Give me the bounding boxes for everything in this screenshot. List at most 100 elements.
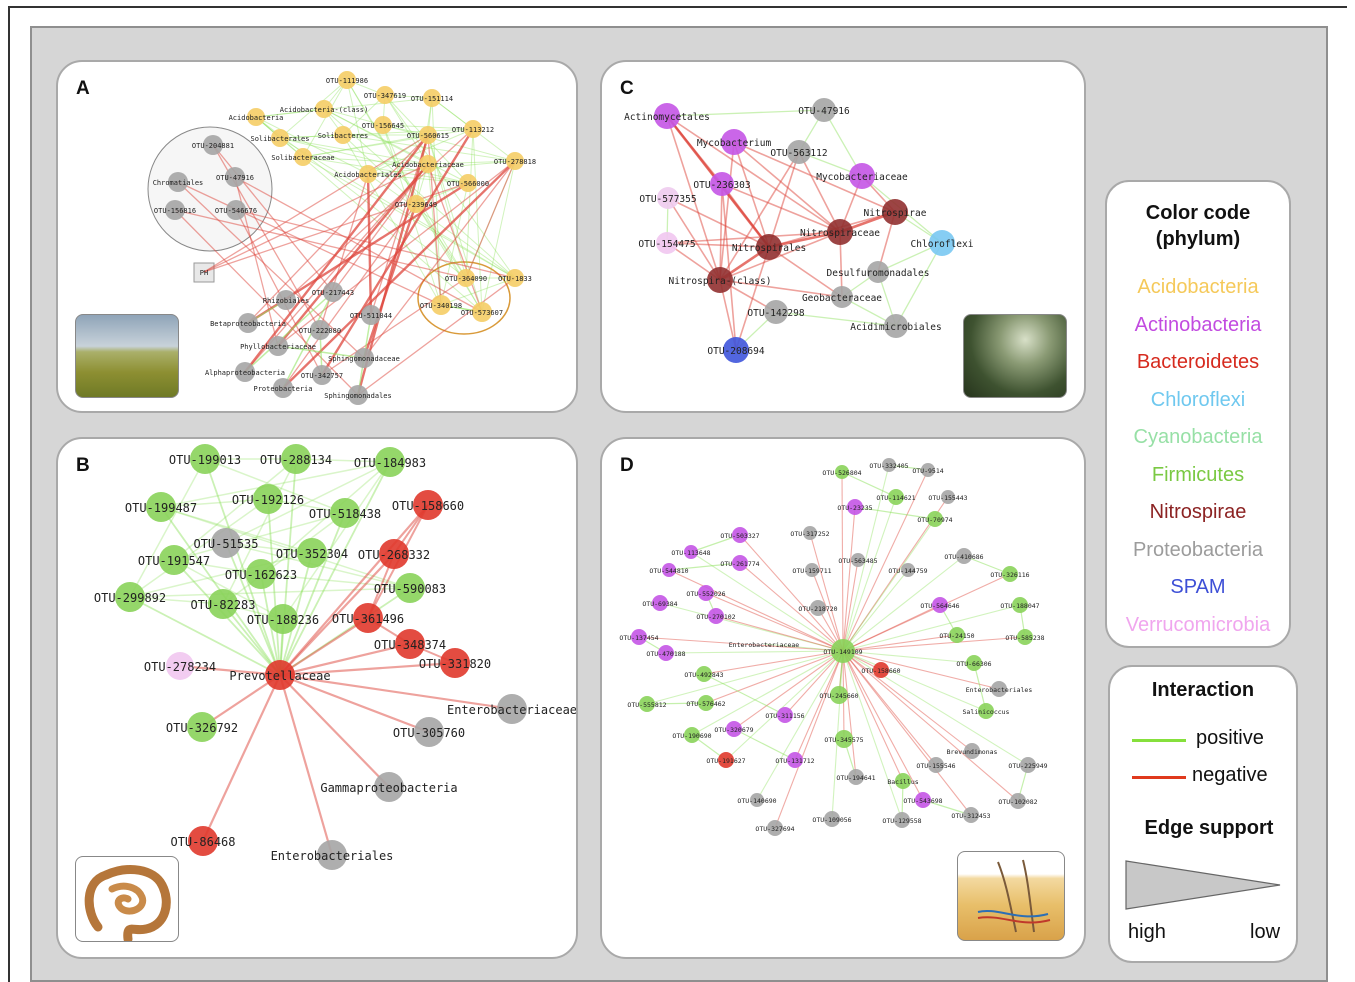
c-node: [827, 219, 853, 245]
a-node-label: OTU-113212: [452, 126, 494, 134]
c-node-label: Desulfuromonadales: [827, 268, 930, 279]
a-node: [472, 302, 492, 322]
d-node: [921, 463, 935, 477]
c-node-label: OTU-577355: [639, 194, 696, 205]
d-node: [873, 662, 889, 678]
d-node: [895, 773, 911, 789]
d-node-label: OTU-585238: [1005, 634, 1044, 642]
b-edge: [173, 559, 284, 620]
d-node-label: OTU-149109: [823, 648, 862, 656]
d-node: [684, 727, 700, 743]
d-node-label: OTU-144759: [888, 567, 927, 575]
intestine-icon: [84, 865, 171, 941]
d-node-label: OTU-155443: [928, 494, 967, 502]
c-edge: [719, 141, 735, 281]
d-edge: [841, 471, 897, 498]
c-edge: [719, 279, 843, 298]
c-node: [787, 140, 811, 164]
b-node-label: OTU-288134: [260, 453, 332, 467]
panel-d-label: D: [620, 455, 634, 476]
c-edge: [666, 109, 825, 117]
b-edge: [282, 461, 391, 620]
a-node: [374, 116, 392, 134]
b-edge: [279, 553, 395, 676]
a-edge: [382, 124, 516, 162]
b-node: [330, 498, 360, 528]
a-node: [268, 336, 288, 356]
b-edge: [173, 458, 297, 561]
d-node-label: OTU-270102: [696, 613, 735, 621]
d-node-label: OTU-564646: [920, 602, 959, 610]
legend-phylum-nitrospirae: Nitrospirae: [1149, 501, 1247, 523]
c-node: [831, 286, 853, 308]
b-edge: [201, 674, 281, 728]
forest-photo: [963, 314, 1067, 398]
b-edge: [129, 498, 269, 598]
d-edge: [690, 534, 741, 553]
c-edge: [666, 242, 770, 248]
a-edge: [323, 108, 516, 279]
b-node-label: OTU-199013: [169, 453, 241, 467]
d-node-label: OTU-544810: [649, 567, 688, 575]
d-edge: [842, 650, 973, 752]
a-node-label: PH: [200, 269, 208, 277]
color-legend-title: Color code (phylum): [1145, 202, 1251, 250]
c-node: [657, 187, 679, 209]
a-edge: [234, 176, 483, 313]
a-node-label: OTU-156645: [362, 122, 404, 130]
c-node: [867, 261, 889, 283]
d-edge: [842, 569, 909, 652]
d-edge: [715, 615, 844, 652]
b-edge: [225, 461, 391, 544]
a-edge: [362, 203, 418, 359]
d-edge: [842, 496, 897, 652]
a-edge: [363, 160, 516, 359]
legend-phylum-proteobacteria: Proteobacteria: [1132, 538, 1264, 561]
d-edge: [842, 650, 972, 816]
b-node: [115, 582, 145, 612]
a-edge: [384, 94, 429, 165]
d-edge: [794, 650, 844, 761]
b-node: [395, 573, 425, 603]
c-node: [756, 234, 782, 260]
a-edge: [367, 173, 516, 279]
d-edge: [809, 532, 844, 652]
a-edge: [279, 137, 469, 184]
a-edge: [282, 203, 417, 389]
b-node-label: OTU-331820: [419, 657, 491, 671]
negative-line: [1132, 776, 1186, 779]
d-edge: [690, 551, 844, 652]
d-node: [631, 629, 647, 645]
d-node-label: Bacillus: [887, 778, 918, 786]
a-node-label: OTU-47916: [216, 174, 254, 182]
a-edge: [415, 203, 483, 313]
a-edge: [323, 108, 384, 126]
c-node-label: OTU-563112: [770, 148, 827, 159]
d-node-label: OTU-24150: [939, 632, 974, 640]
a-node-label: OTU-151114: [411, 95, 453, 103]
b-node: [208, 589, 238, 619]
d-node: [949, 627, 965, 643]
b-edge: [279, 617, 369, 676]
a-node: [273, 378, 293, 398]
b-node-label: OTU-278234: [144, 660, 216, 674]
b-node: [317, 840, 347, 870]
c-node: [929, 230, 955, 256]
d-edge: [739, 534, 844, 652]
d-edge: [973, 662, 987, 712]
d-edge: [842, 650, 987, 712]
d-edge: [646, 702, 707, 705]
d-node-label: OTU-225949: [1008, 762, 1047, 770]
b-node-label: OTU-86468: [170, 835, 235, 849]
c-node: [656, 232, 678, 254]
d-node: [824, 811, 840, 827]
b-edge: [279, 512, 346, 676]
d-node-label: Enterobacteriales: [966, 686, 1033, 694]
a-node-label: OTU-1833: [498, 275, 532, 283]
edge-support-high: high: [1128, 921, 1166, 943]
a-edge: [465, 128, 474, 279]
d-node: [639, 696, 655, 712]
b-node: [211, 528, 241, 558]
b-edge: [267, 498, 281, 676]
